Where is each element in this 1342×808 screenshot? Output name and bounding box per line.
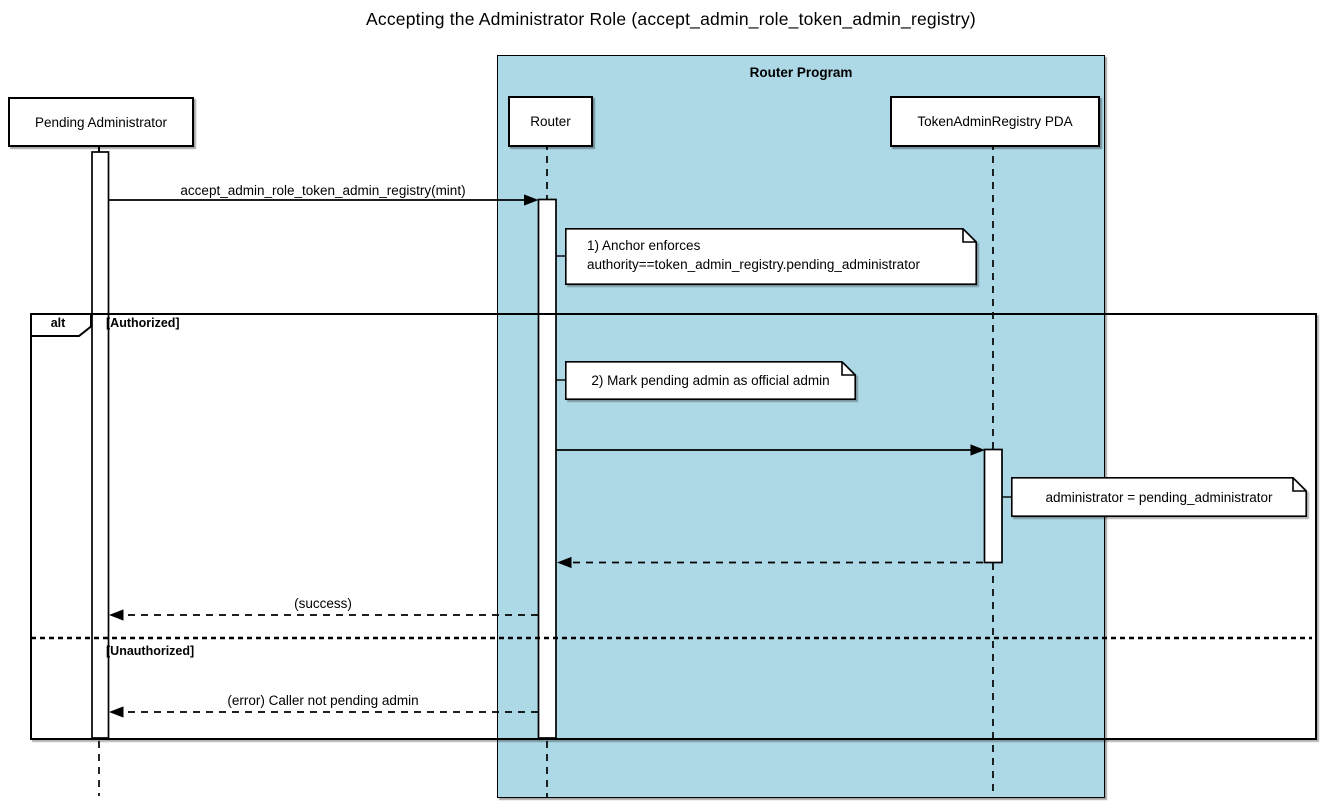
note-outline xyxy=(565,228,977,285)
arrowhead-icon xyxy=(109,609,124,621)
diagram-title: Accepting the Administrator Role (accept… xyxy=(366,9,976,29)
note-line: 1) Anchor enforces xyxy=(587,238,701,253)
participant-router: Router xyxy=(508,96,593,147)
participant-tokenadminregistry-pda: TokenAdminRegistry PDA xyxy=(890,96,1100,147)
note-line: authority==token_admin_registry.pending_… xyxy=(587,256,920,272)
message-label-error: (error) Caller not pending admin xyxy=(227,693,419,708)
activation-bar-tokenadminregistry xyxy=(983,448,1003,564)
note-fold-icon xyxy=(1292,477,1307,492)
note-mark-pending-admin: 2) Mark pending admin as official admin xyxy=(565,361,856,400)
router-program-frame xyxy=(497,55,1105,798)
participant-pending-administrator: Pending Administrator xyxy=(8,97,194,147)
note-administrator-assignment: administrator = pending_administrator xyxy=(1011,477,1307,517)
note-shape xyxy=(565,228,977,285)
note-line: administrator = pending_administrator xyxy=(1045,490,1273,505)
note-fold-icon xyxy=(962,228,977,243)
note-fold-icon xyxy=(841,361,856,376)
alt-frame xyxy=(30,313,1317,740)
guard-unauthorized-label: [Unauthorized] xyxy=(106,644,195,658)
note-outline xyxy=(565,361,856,400)
note-anchor-enforces: 1) Anchor enforces authority==token_admi… xyxy=(565,228,977,285)
participant-label-router: Router xyxy=(530,114,571,129)
arrowhead-icon xyxy=(524,194,539,206)
arrowhead-icon xyxy=(109,706,124,718)
note-line: 2) Mark pending admin as official admin xyxy=(591,373,830,388)
arrowhead-icon xyxy=(970,444,985,456)
alt-operator-label: alt xyxy=(50,316,66,330)
message-label-success: (success) xyxy=(294,596,352,611)
router-program-frame-title: Router Program xyxy=(749,65,853,80)
note-shape xyxy=(565,361,856,400)
note-outline xyxy=(1011,477,1307,517)
participant-label-tokenadminregistry-pda: TokenAdminRegistry PDA xyxy=(917,114,1073,129)
participant-label-pending-administrator: Pending Administrator xyxy=(34,114,168,130)
note-shape xyxy=(1011,477,1307,517)
arrowhead-icon xyxy=(557,556,572,569)
alt-operator-tab xyxy=(30,313,92,337)
message-label-accept-admin-role: accept_admin_role_token_admin_registry(m… xyxy=(180,183,466,198)
guard-authorized-label: [Authorized] xyxy=(106,316,180,330)
